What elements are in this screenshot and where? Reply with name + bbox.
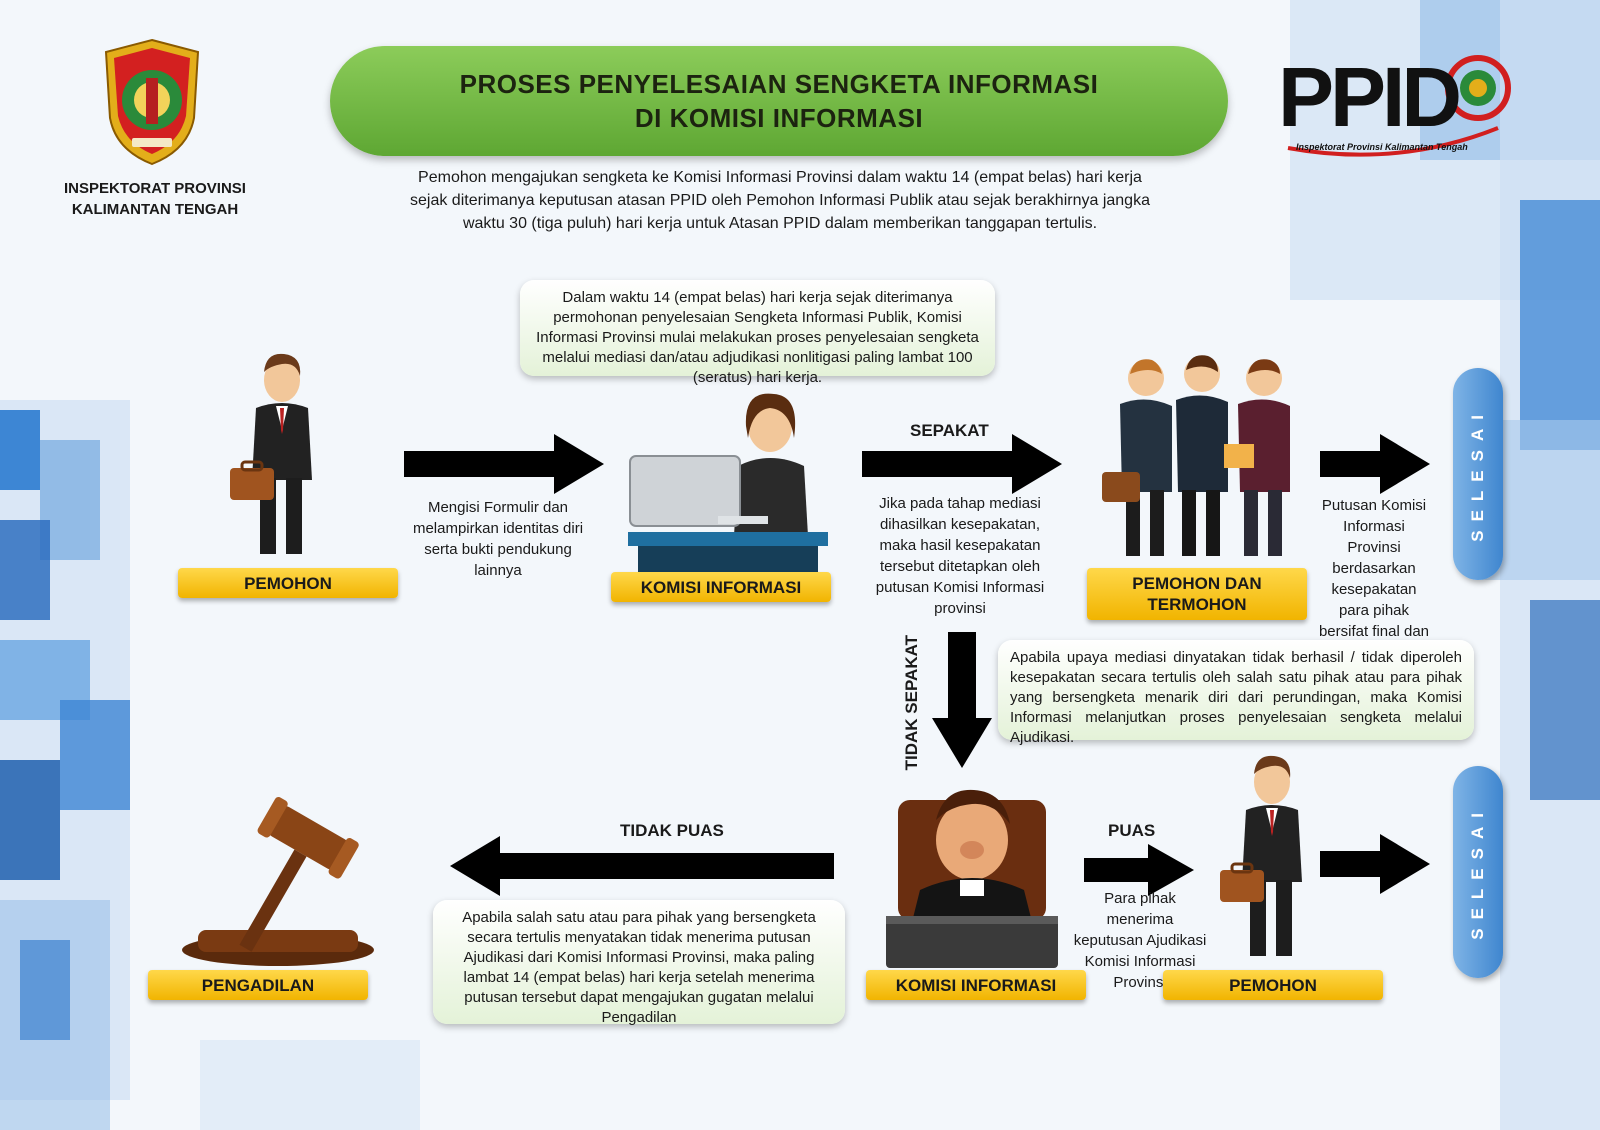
sepakat-label: SEPAKAT [910,421,989,440]
arrow-right-icon [404,434,604,494]
selesai-text-bottom: SELESAI [1468,804,1487,940]
note-top: Dalam waktu 14 (empat belas) hari kerja … [520,280,995,386]
label-pemohon-termohon: PEMOHON DAN TERMOHON [1087,568,1307,620]
selesai-badge-top: SELESAI [1453,368,1503,580]
final-desc: Putusan Komisi Informasi Provinsi berdas… [1318,497,1430,661]
title-line-2: DI KOMISI INFORMASI [634,103,924,133]
label-pemohon-2: PEMOHON [1163,970,1383,1000]
page-title: PROSES PENYELESAIAN SENGKETA INFORMASI D… [330,46,1228,156]
judge-icon [886,789,1058,968]
puas-desc: Para pihak menerima keputusan Ajudikasi … [1073,890,1207,991]
label-komisi-informasi: KOMISI INFORMASI [611,572,831,602]
ppid-logo-text: PPID [1278,50,1462,144]
org-name: INSPEKTORAT PROVINSI KALIMANTAN TENGAH [55,178,255,220]
arrow-right-icon [1084,844,1194,896]
label-pemohon-termohon-line-1: PEMOHON DAN [1132,574,1262,593]
intro-text: Pemohon mengajukan sengketa ke Komisi In… [410,169,1150,232]
org-line-2: KALIMANTAN TENGAH [71,201,239,218]
tidak-sepakat-label: TIDAK SEPAKAT [900,630,924,775]
tidak-puas-label: TIDAK PUAS [620,821,724,840]
title-line-1: PROSES PENYELESAIAN SENGKETA INFORMASI [459,69,1099,99]
businessman-icon [230,353,312,554]
tidak-sepakat-text: TIDAK SEPAKAT [902,634,921,771]
arrow-right-icon [1320,434,1430,494]
note-bottom: Apabila salah satu atau para pihak yang … [433,900,845,1026]
emblem-icon [104,38,200,166]
ppid-logo-subtitle: Inspektorat Provinsi Kalimantan Tengah [1296,142,1468,152]
ppid-logo: PPID Inspektorat Provinsi Kalimantan Ten… [1278,48,1538,168]
puas-label: PUAS [1108,821,1156,840]
selesai-text-top: SELESAI [1468,406,1487,542]
group-handshake-icon [1102,355,1290,556]
office-worker-icon [628,393,828,590]
arrow-right-icon [1320,834,1430,894]
label-pengadilan: PENGADILAN [148,970,368,1000]
arrow-right-icon [862,434,1062,494]
arrow-left-icon [450,836,834,896]
sepakat-desc: Jika pada tahap mediasi dihasilkan kesep… [875,495,1045,617]
label-pemohon: PEMOHON [178,568,398,598]
ppid-logo-icon [1287,55,1511,157]
arrow-down-icon [932,632,992,768]
gavel-icon [182,797,374,966]
label-komisi-informasi-2: KOMISI INFORMASI [866,970,1086,1000]
businessman-icon [1220,755,1302,956]
org-line-1: INSPEKTORAT PROVINSI [64,180,246,197]
step1-desc: Mengisi Formulir dan melampirkan identit… [412,499,584,579]
selesai-badge-bottom: SELESAI [1453,766,1503,978]
label-pemohon-termohon-line-2: TERMOHON [1147,595,1247,614]
note-mid: Apabila upaya mediasi dinyatakan tidak b… [998,640,1474,746]
